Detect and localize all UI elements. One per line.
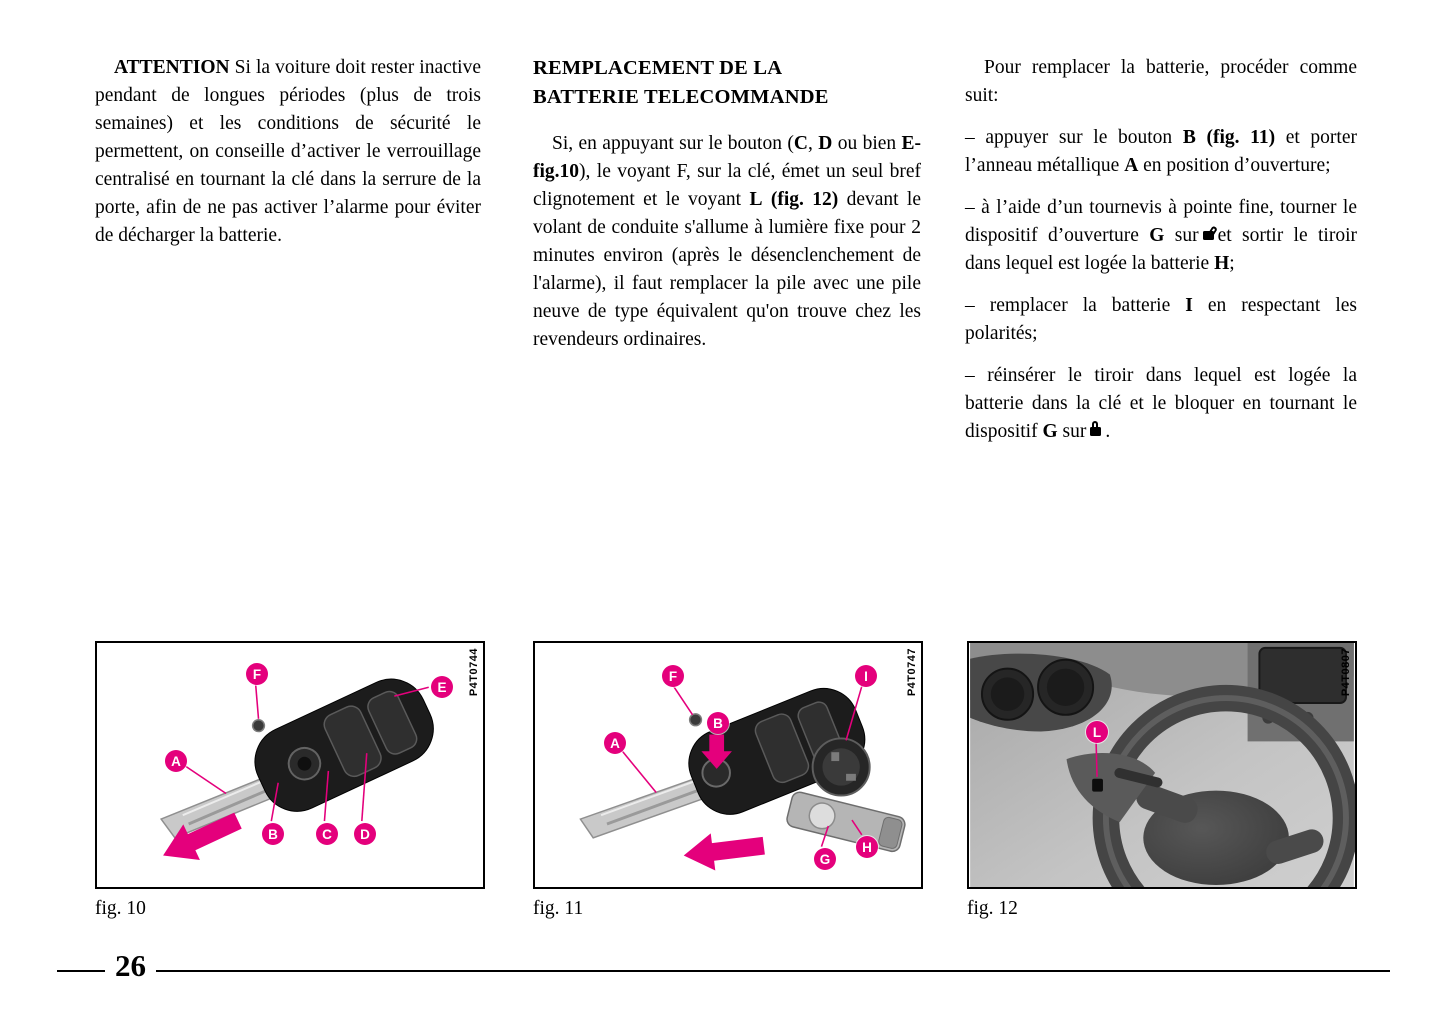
lock-open-icon (1202, 231, 1214, 240)
figure-photo-code: P4T0744 (468, 648, 480, 697)
callout-b: B (262, 823, 284, 845)
page-footer: 26 (57, 950, 1390, 981)
figure-12-frame: P4T0807 L (967, 641, 1357, 889)
figure-11-frame: P4T0747 F I B A G H (533, 641, 923, 889)
figure-caption: fig. 11 (533, 898, 584, 919)
control-stalk (1114, 768, 1163, 788)
warning-paragraph: ATTENTION Si la voiture doit rester inac… (95, 57, 481, 246)
figure-12: P4T0807 L fig. 12 (967, 641, 1357, 920)
procedure-step: – à l’aide d’un tournevis à pointe fine,… (965, 197, 1357, 274)
key-illustration (579, 684, 906, 871)
figure-10-frame: P4T0744 F E A B C D (95, 641, 485, 889)
battery-cover (811, 737, 871, 797)
paragraph: Si, en appuyant sur le bouton (C, D ou b… (533, 133, 922, 350)
callout-f: F (662, 665, 684, 687)
paragraph: Pour remplacer la batterie, procéder com… (965, 57, 1357, 106)
column-battery-replacement: REMPLACEMENT DE LA BATTERIE TELECOMMANDE… (533, 54, 921, 368)
callout-a: A (165, 750, 187, 772)
callout-g: G (814, 848, 836, 870)
callout-lines (620, 684, 863, 847)
key-led (251, 719, 266, 733)
callout-l: L (1086, 721, 1108, 743)
footer-rule-right (156, 970, 1390, 972)
procedure-step: – remplacer la batterie I en respectant … (965, 295, 1357, 344)
key-illustration (159, 678, 434, 861)
page-number: 26 (115, 948, 146, 983)
callout-i: I (855, 665, 877, 687)
section-heading: REMPLACEMENT DE LA BATTERIE TELECOMMANDE (533, 57, 829, 108)
callout-f: F (246, 663, 268, 685)
steering-column (1066, 753, 1156, 823)
press-arrow (701, 734, 732, 769)
column-procedure: Pour remplacer la batterie, procéder com… (965, 54, 1357, 460)
battery-tray (786, 791, 906, 853)
figure-10: P4T0744 F E A B C D fig. 10 (95, 641, 485, 920)
callout-h: H (856, 836, 878, 858)
figure-photo-code: P4T0807 (1340, 648, 1352, 697)
callout-d: D (354, 823, 376, 845)
column-attention: ATTENTION Si la voiture doit rester inac… (95, 54, 481, 264)
dashboard-photo (970, 643, 1355, 887)
steering-wheel (1092, 684, 1355, 887)
callout-lines (183, 683, 429, 822)
key-body (254, 678, 434, 812)
callout-c: C (316, 823, 338, 845)
direction-arrow (163, 812, 242, 861)
key-body (688, 687, 866, 815)
figure-photo-code: P4T0747 (906, 648, 918, 697)
figure-caption: fig. 10 (95, 898, 146, 919)
callout-e: E (431, 676, 453, 698)
callout-a: A (604, 732, 626, 754)
direction-arrow (683, 833, 765, 871)
callout-b: B (707, 712, 729, 734)
instrument-cluster (970, 653, 1112, 732)
figure-11: P4T0747 F I B A G H fig. 11 (533, 641, 923, 920)
alarm-led (1092, 778, 1103, 792)
figure-caption: fig. 12 (967, 898, 1018, 919)
procedure-step: – appuyer sur le bouton B (fig. 11) et p… (965, 127, 1357, 176)
callout-line (1095, 741, 1098, 777)
procedure-step: – réinsérer le tiroir dans lequel est lo… (965, 365, 1357, 442)
lock-closed-icon (1090, 421, 1102, 436)
key-led (688, 713, 703, 727)
footer-rule-left (57, 970, 105, 972)
